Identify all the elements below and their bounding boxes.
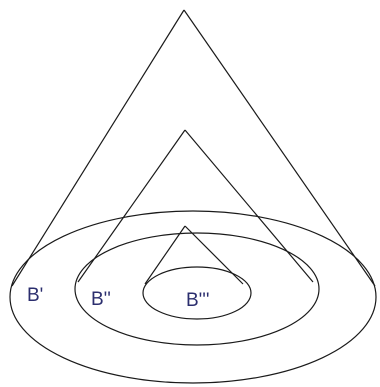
middle-cone — [74, 129, 320, 346]
inner-cone — [142, 225, 252, 320]
inner-cone-label: B''' — [186, 290, 210, 311]
outer-cone-label: B' — [27, 285, 43, 306]
middle-cone-base — [74, 232, 320, 346]
outer-cone-base — [9, 210, 377, 384]
middle-cone-left-edge — [77, 129, 186, 283]
middle-cone-right-edge — [184, 129, 314, 283]
inner-cone-right-edge — [184, 225, 244, 285]
inner-cone-left-edge — [144, 225, 186, 285]
outer-cone-right-edge — [183, 9, 376, 287]
inner-cone-base — [142, 266, 252, 320]
outer-cone — [9, 9, 377, 384]
outer-cone-left-edge — [11, 9, 185, 287]
middle-cone-label: B'' — [91, 289, 111, 310]
